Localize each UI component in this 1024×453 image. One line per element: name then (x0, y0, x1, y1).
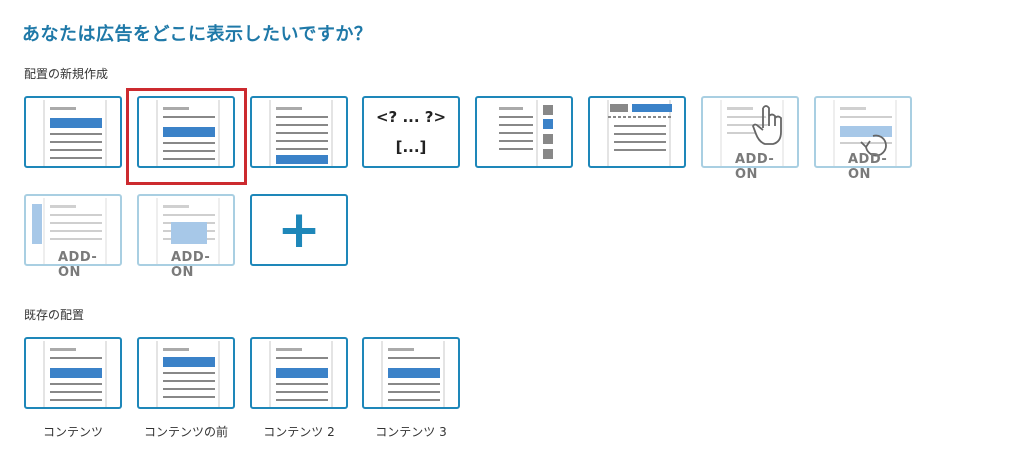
content-layout-icon (269, 341, 333, 407)
existing-placement-content[interactable] (24, 337, 122, 409)
existing-placement-caption: コンテンツ 2 (263, 425, 335, 439)
existing-placement-label: 既存の配置 (24, 308, 85, 322)
existing-placement-caption: コンテンツ (42, 425, 103, 439)
existing-placement-caption: コンテンツ 3 (375, 425, 447, 439)
content-layout-icon (43, 100, 107, 166)
placement-option-addon-click[interactable]: ADD-ON (701, 96, 799, 182)
after-content-layout-icon (269, 100, 333, 166)
addon-label: ADD-ON (735, 152, 775, 182)
existing-placement-content-3[interactable] (362, 337, 460, 409)
existing-placement-before-content[interactable] (137, 337, 235, 409)
addon-label: ADD-ON (848, 152, 888, 182)
plus-icon: + (277, 200, 321, 260)
new-placement-label: 配置の新規作成 (24, 67, 109, 81)
content-layout-icon (43, 341, 107, 407)
add-placement-button[interactable]: + (250, 194, 348, 266)
existing-placement-caption: コンテンツの前 (143, 425, 228, 439)
addon-label: ADD-ON (58, 250, 98, 280)
before-content-layout-icon (156, 100, 220, 166)
placement-option-content[interactable] (24, 96, 122, 168)
sidebar-widget-layout-icon (499, 100, 553, 166)
placement-option-header[interactable] (588, 96, 686, 168)
placement-option-manual-code[interactable]: <? ... ?> [...] (362, 96, 460, 168)
refresh-icon (833, 100, 897, 166)
header-layout-icon (607, 100, 672, 166)
hand-pointer-icon (720, 100, 784, 166)
content-layout-icon (381, 341, 445, 407)
existing-placement-content-2[interactable] (250, 337, 348, 409)
before-content-layout-icon (156, 341, 220, 407)
sticky-layout-icon (32, 198, 107, 264)
placement-option-addon-layer[interactable]: ADD-ON (137, 194, 235, 280)
placement-option-sidebar-widget[interactable] (475, 96, 573, 168)
addon-label: ADD-ON (171, 250, 211, 280)
placement-option-addon-rotation[interactable]: ADD-ON (814, 96, 912, 182)
shortcode-label: [...] (395, 138, 427, 156)
layer-popup-layout-icon (156, 198, 220, 264)
php-code-label: <? ... ?> (375, 108, 447, 126)
page-title: あなたは広告をどこに表示したいですか？ (22, 24, 373, 45)
placement-option-addon-sticky[interactable]: ADD-ON (24, 194, 122, 280)
placement-option-after-content[interactable] (250, 96, 348, 168)
placement-option-before-content[interactable] (137, 96, 235, 168)
